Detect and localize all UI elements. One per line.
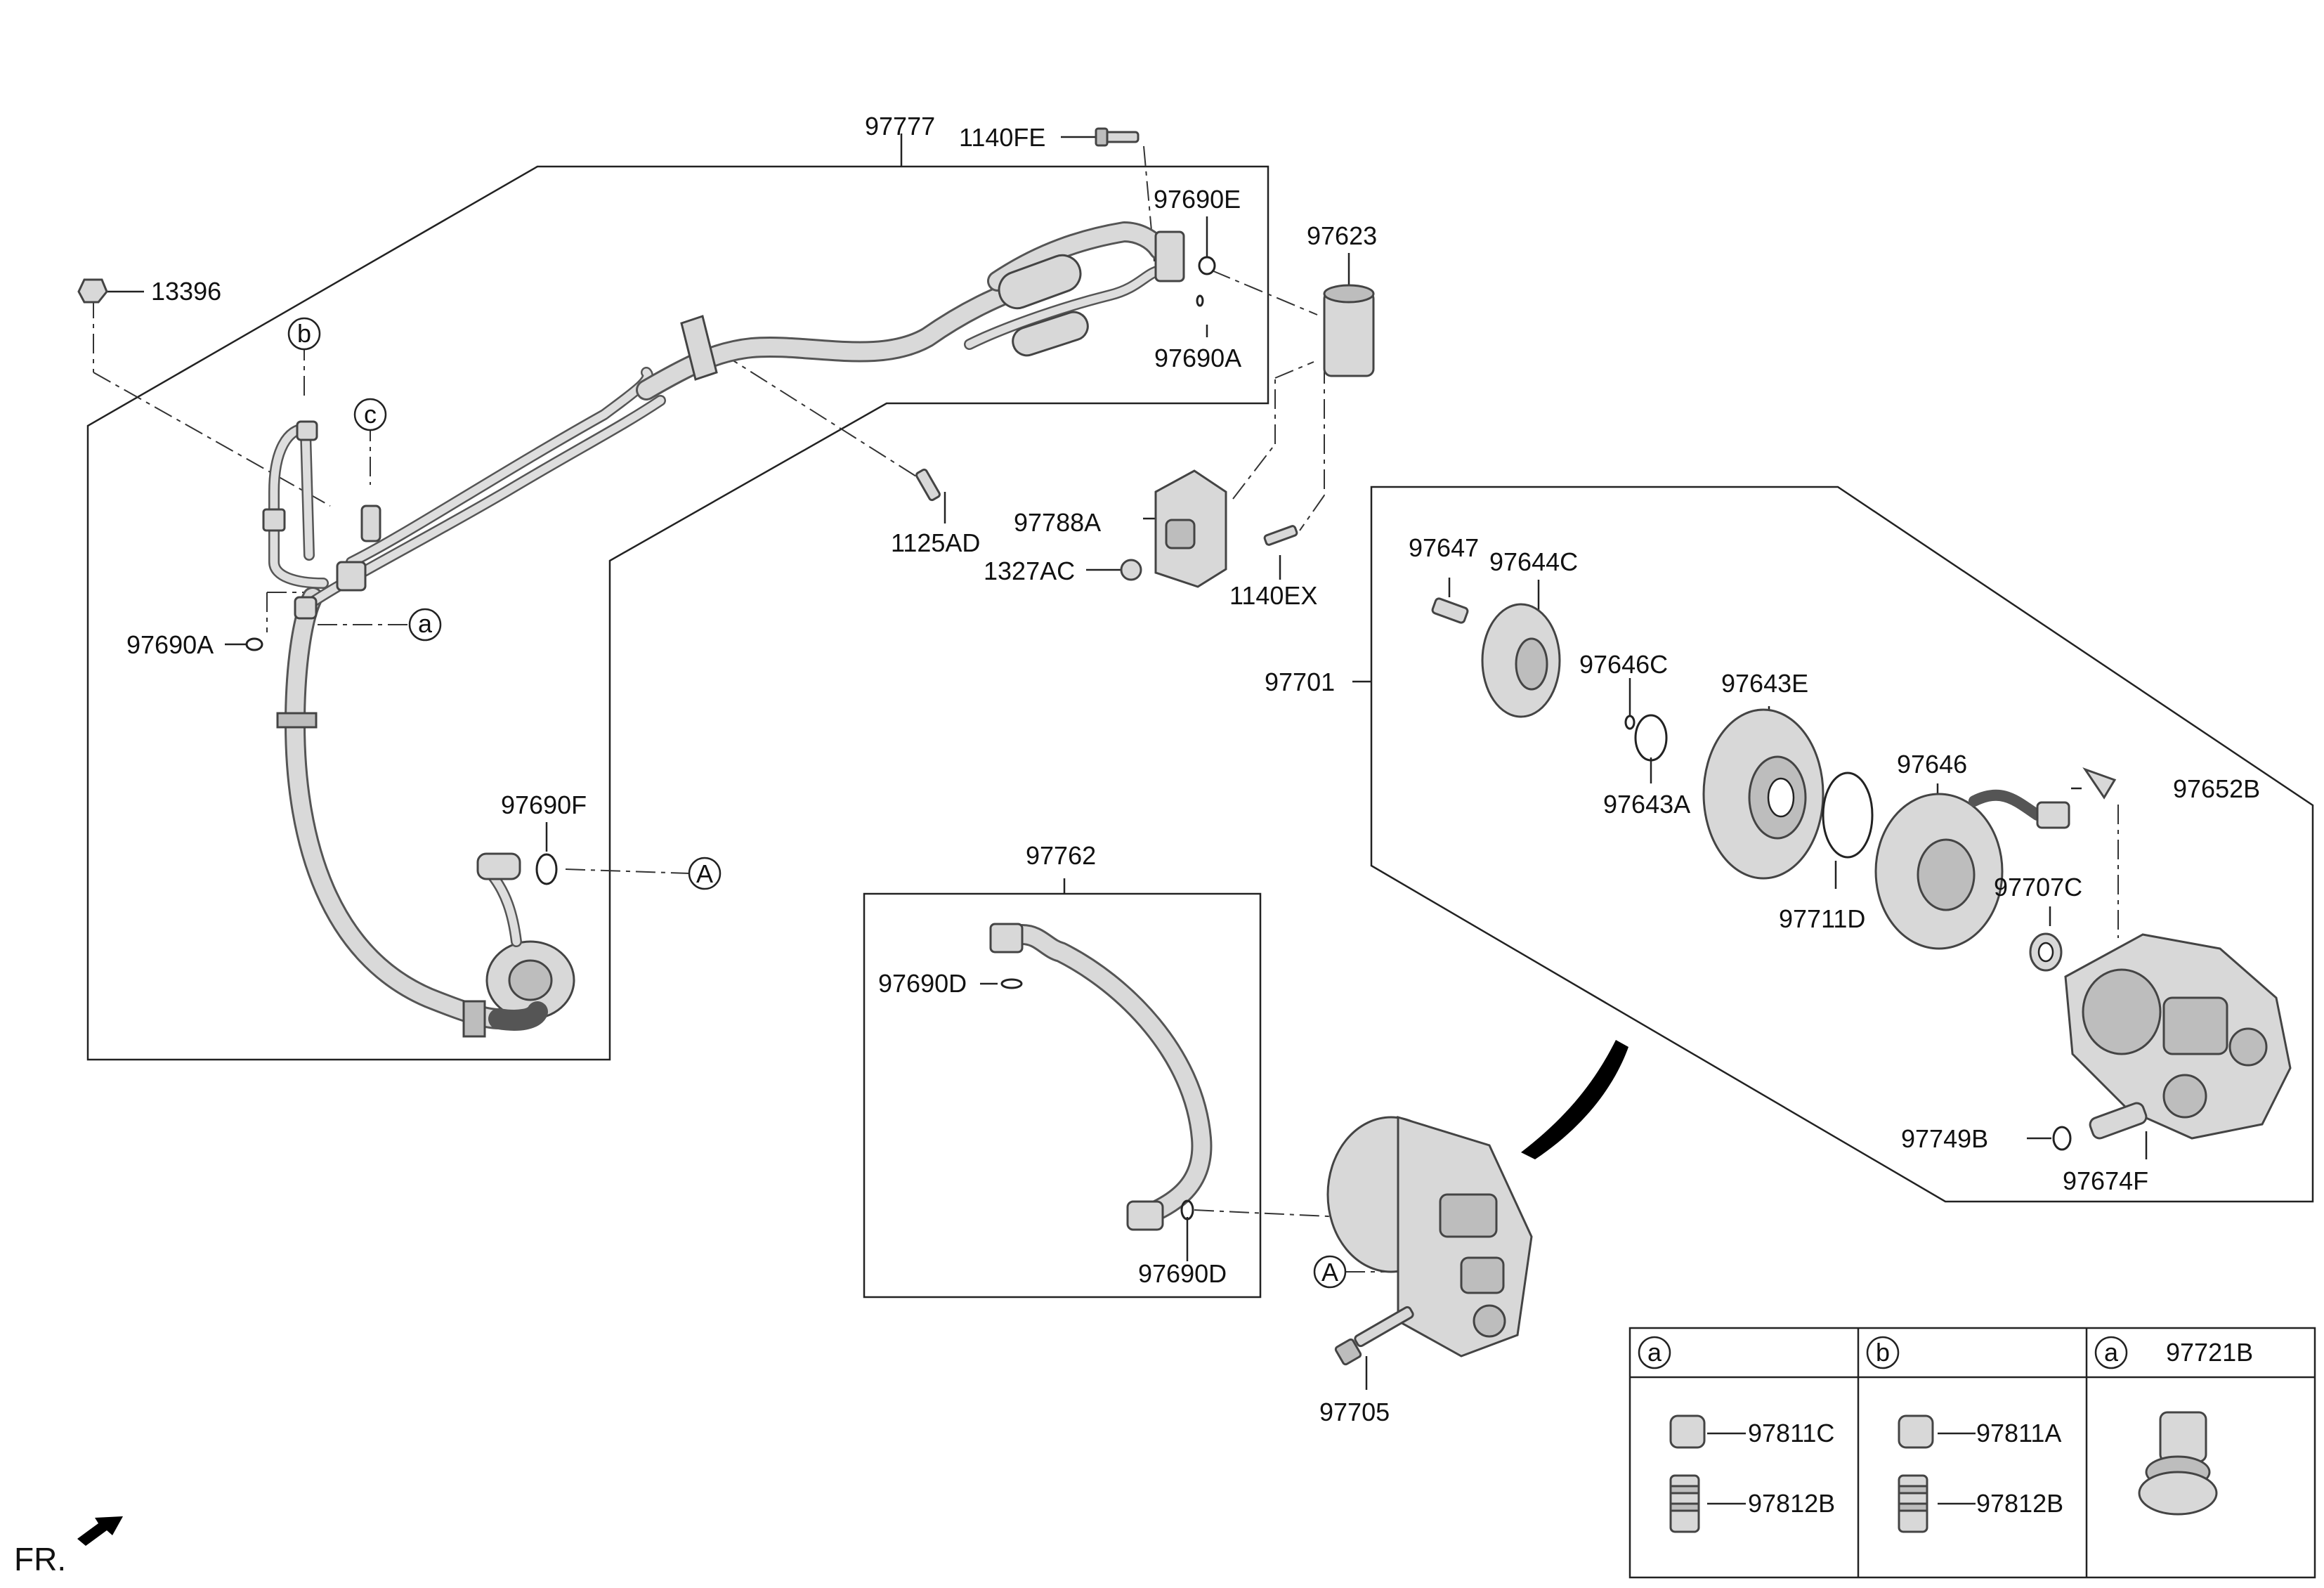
label-97705: 97705 bbox=[1319, 1398, 1390, 1426]
legend-part-97812B-a bbox=[1669, 1474, 1700, 1533]
label-1327AC: 1327AC bbox=[984, 557, 1075, 585]
label-97646: 97646 bbox=[1897, 750, 1967, 779]
compressor-body-detail bbox=[2064, 933, 2292, 1140]
label-97623: 97623 bbox=[1307, 221, 1377, 250]
svg-text:a: a bbox=[418, 609, 433, 638]
front-arrow-icon bbox=[77, 1516, 123, 1546]
bolt-97647 bbox=[1431, 597, 1469, 624]
label-97749B: 97749B bbox=[1901, 1124, 1988, 1153]
pulley-97643E bbox=[1702, 708, 1824, 880]
expansion-valve-97623 bbox=[1323, 284, 1375, 377]
seal-97707C bbox=[2029, 932, 2063, 972]
legend-header-a1: a bbox=[1638, 1336, 1671, 1369]
group-frame-97701 bbox=[1370, 486, 2314, 1203]
svg-text:a: a bbox=[2104, 1338, 2119, 1367]
legend-label-97811A: 97811A bbox=[1976, 1419, 2061, 1447]
oring-97690A-top bbox=[1196, 294, 1204, 307]
group-frame-97777 bbox=[86, 165, 1269, 1061]
svg-text:A: A bbox=[1321, 1258, 1338, 1287]
label-fr: FR. bbox=[14, 1541, 66, 1577]
switch-97674F bbox=[2089, 1102, 2148, 1140]
callout-A-left: A bbox=[688, 857, 722, 890]
label-97647: 97647 bbox=[1409, 533, 1479, 562]
bolt-97705 bbox=[1334, 1306, 1414, 1366]
legend-part-97811C bbox=[1669, 1414, 1706, 1449]
compressor-assembly bbox=[1326, 1115, 1533, 1358]
snap-ring-97711D bbox=[1822, 772, 1874, 859]
hose-97762 bbox=[989, 923, 1213, 1231]
block-97788A bbox=[1154, 469, 1227, 588]
bracket-97652B bbox=[2082, 767, 2117, 800]
label-1140EX: 1140EX bbox=[1229, 581, 1317, 610]
legend-label-97721B: 97721B bbox=[2166, 1338, 2253, 1367]
label-97643E: 97643E bbox=[1721, 669, 1808, 698]
oring-97690E bbox=[1198, 256, 1216, 275]
label-97701: 97701 bbox=[1265, 668, 1335, 696]
label-97707C: 97707C bbox=[1994, 873, 2082, 902]
svg-text:A: A bbox=[696, 859, 713, 888]
callout-c: c bbox=[353, 398, 387, 431]
group-frame-97762 bbox=[863, 892, 1262, 1299]
legend-table bbox=[1628, 1327, 2316, 1579]
callout-a: a bbox=[408, 608, 442, 642]
label-97652B: 97652B bbox=[2173, 774, 2260, 803]
hose-assembly-97777 bbox=[262, 221, 1185, 1038]
label-97711D: 97711D bbox=[1779, 904, 1865, 933]
oring-97690D-bottom bbox=[1180, 1199, 1194, 1221]
bolt-1125AD bbox=[915, 468, 941, 502]
legend-header-b: b bbox=[1866, 1336, 1900, 1369]
detail-arrow bbox=[1521, 1040, 1628, 1159]
shim-97646C bbox=[1624, 715, 1636, 730]
snap-ring-97643A bbox=[1634, 714, 1668, 762]
label-1140FE: 1140FE bbox=[959, 123, 1045, 152]
oring-97690F bbox=[535, 853, 558, 885]
oring-97690A-left bbox=[245, 637, 263, 651]
label-13396: 13396 bbox=[151, 277, 221, 306]
label-97690D-bottom: 97690D bbox=[1138, 1259, 1227, 1288]
nut-1327AC bbox=[1120, 559, 1142, 581]
label-97777: 97777 bbox=[865, 112, 935, 141]
label-97690E: 97690E bbox=[1154, 185, 1241, 214]
legend-part-97812B-b bbox=[1898, 1474, 1928, 1533]
svg-text:c: c bbox=[364, 400, 377, 429]
label-1125AD: 1125AD bbox=[891, 528, 980, 557]
nut-13396 bbox=[77, 278, 108, 304]
svg-text:a: a bbox=[1647, 1338, 1662, 1367]
label-97646C: 97646C bbox=[1579, 650, 1668, 679]
legend-part-97811A bbox=[1898, 1414, 1934, 1449]
legend-label-97812B-a: 97812B bbox=[1748, 1489, 1835, 1518]
label-97643A: 97643A bbox=[1603, 790, 1690, 819]
label-97690A-top: 97690A bbox=[1154, 344, 1241, 372]
callout-b: b bbox=[287, 317, 321, 351]
label-97762: 97762 bbox=[1026, 841, 1096, 870]
label-97788A: 97788A bbox=[1014, 508, 1101, 537]
legend-header-a2: a bbox=[2094, 1336, 2128, 1369]
bolt-1140EX bbox=[1263, 525, 1298, 546]
label-97690F: 97690F bbox=[501, 790, 587, 819]
label-97674F: 97674F bbox=[2063, 1166, 2148, 1195]
label-97690A-left: 97690A bbox=[126, 630, 214, 659]
svg-text:b: b bbox=[1876, 1338, 1890, 1367]
hub-97644C bbox=[1481, 603, 1561, 718]
bolt-1140FE bbox=[1095, 127, 1140, 147]
clip-97749B bbox=[2052, 1126, 2072, 1151]
label-97690D-top: 97690D bbox=[878, 969, 967, 998]
callout-A-compressor: A bbox=[1313, 1255, 1347, 1289]
legend-label-97811C: 97811C bbox=[1748, 1419, 1834, 1447]
legend-part-97721B bbox=[2138, 1411, 2218, 1516]
label-97644C: 97644C bbox=[1489, 547, 1578, 576]
coil-97646 bbox=[1874, 789, 2070, 950]
oring-97690D-top bbox=[1000, 978, 1023, 989]
svg-text:b: b bbox=[297, 319, 311, 348]
legend-label-97812B-b: 97812B bbox=[1976, 1489, 2063, 1518]
